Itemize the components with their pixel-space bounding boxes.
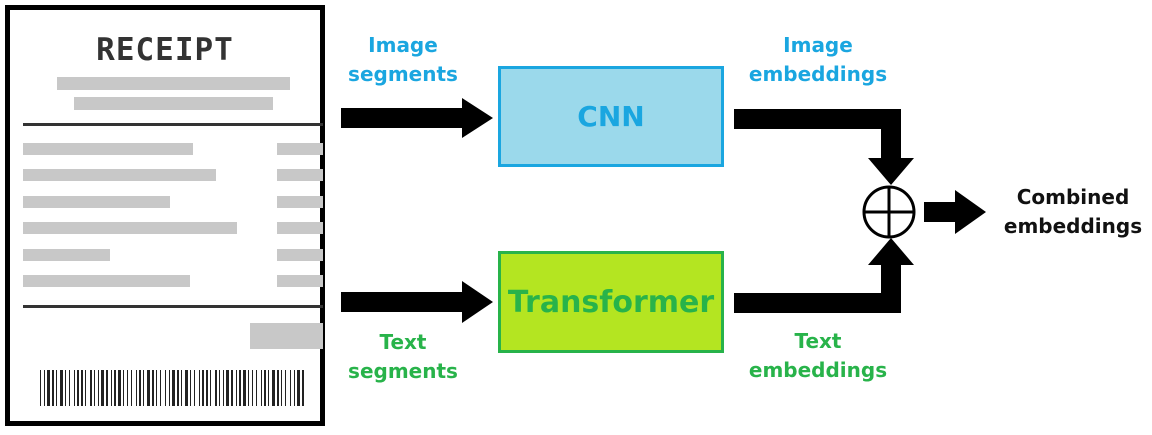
receipt-price — [277, 275, 323, 287]
receipt-price — [277, 196, 323, 208]
receipt-divider — [23, 305, 323, 308]
receipt-item-line — [23, 249, 110, 261]
receipt-divider — [23, 123, 323, 126]
arrow-combine-to-output — [924, 190, 986, 234]
label-text-segments: Text segments — [348, 330, 458, 383]
receipt-price — [277, 169, 323, 181]
arrow-text-embeddings-to-combine — [734, 238, 914, 313]
receipt-item-line — [23, 143, 193, 155]
receipt-header-line — [74, 97, 273, 110]
receipt-item-line — [23, 196, 170, 208]
arrow-text-segments-to-transformer — [341, 281, 493, 323]
cnn-box: CNN — [498, 66, 724, 167]
receipt-header-line — [57, 77, 290, 90]
receipt-item-line — [23, 222, 237, 234]
label-image-segments: Image segments — [348, 33, 458, 86]
receipt-price — [277, 222, 323, 234]
receipt-item-line — [23, 275, 190, 287]
arrow-image-segments-to-cnn — [341, 98, 493, 138]
receipt-price — [277, 143, 323, 155]
cnn-label: CNN — [577, 100, 645, 133]
label-combined-embeddings: Combined embeddings — [1003, 185, 1143, 238]
receipt-title: RECEIPT — [96, 32, 234, 68]
label-image-embeddings: Image embeddings — [748, 33, 888, 86]
receipt-illustration: RECEIPT — [5, 5, 325, 426]
circled-plus-icon — [862, 185, 916, 239]
receipt-price — [277, 249, 323, 261]
transformer-box: Transformer — [498, 251, 724, 353]
arrow-image-embeddings-to-combine — [734, 109, 914, 185]
label-text-embeddings: Text embeddings — [748, 329, 888, 382]
barcode-icon — [40, 370, 304, 406]
transformer-label: Transformer — [507, 284, 715, 320]
receipt-item-line — [23, 169, 216, 181]
receipt-total — [250, 323, 323, 349]
